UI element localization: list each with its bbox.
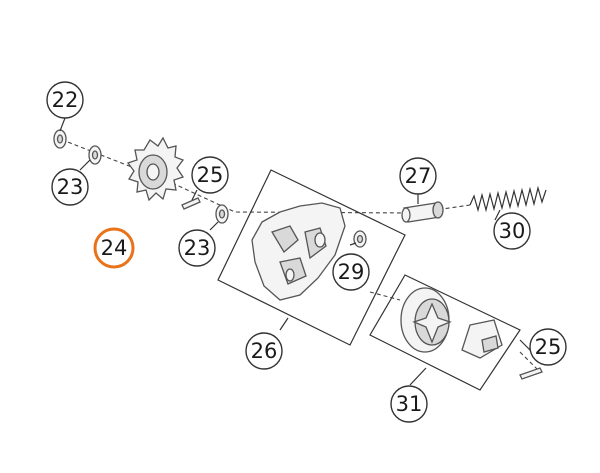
callout-24-highlighted: 24 [93,227,135,269]
part-25-pin-upper [181,197,201,210]
part-23-washer-upper [88,145,102,165]
callout-24-label: 24 [101,236,128,260]
part-24-gear [126,136,185,202]
callout-23-lower-label: 23 [184,236,211,260]
assembly-axis-lower [369,291,541,373]
part-30-spring [469,185,547,213]
callout-25-lower: 25 [529,328,567,366]
callout-23-lower: 23 [178,229,216,267]
part-25-pin-lower [519,367,543,380]
callout-25-upper-label: 25 [197,163,224,187]
callout-27-label: 27 [405,164,432,188]
callout-29: 29 [332,253,370,291]
callout-22: 22 [46,81,84,119]
part-23-washer-lower [215,204,229,224]
callout-31: 31 [390,385,428,423]
callout-23-upper-label: 23 [57,175,84,199]
callout-27: 27 [399,157,437,195]
callout-31-label: 31 [396,392,423,416]
part-31-frame [369,274,521,391]
part-29-washer [353,230,367,248]
callout-29-label: 29 [338,260,365,284]
callout-26-label: 26 [251,339,278,363]
callout-25-lower-label: 25 [535,335,562,359]
part-27-plunger [401,201,444,223]
callout-23-upper: 23 [51,168,89,206]
callout-26: 26 [245,332,283,370]
callout-30-label: 30 [499,219,526,243]
callout-25-upper: 25 [191,156,229,194]
callout-30: 30 [493,212,531,250]
leader-lines [59,117,531,386]
callout-22-label: 22 [52,88,79,112]
part-22-washer [53,129,67,149]
part-26-frame [217,169,406,346]
